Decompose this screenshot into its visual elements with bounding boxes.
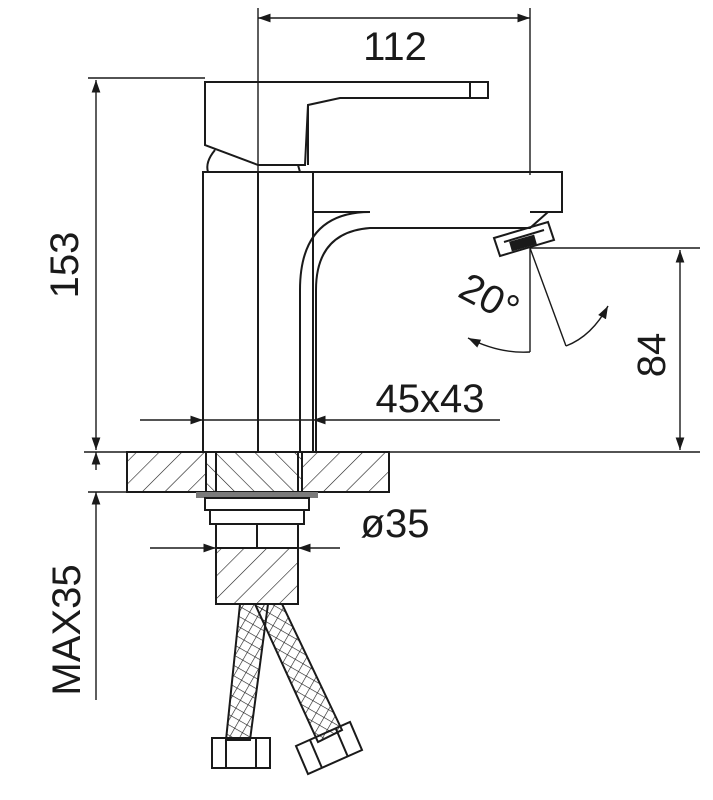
threaded-stem: [215, 547, 299, 605]
dimension-hole-diameter-label: ø35: [361, 502, 430, 546]
dimension-spout-height: 84: [630, 250, 685, 450]
dimension-height-label: 153: [43, 232, 87, 299]
dimension-width: 112: [258, 13, 530, 69]
dimension-max-thickness-label: MAX35: [45, 564, 89, 695]
spray-angle-label: 20°: [452, 265, 526, 332]
flexible-hose-right: [253, 603, 364, 776]
dimension-body-section-label: 45x43: [376, 377, 485, 421]
dimension-width-label: 112: [363, 25, 427, 69]
faucet-aerator: [492, 220, 556, 258]
flexible-hose-left: [211, 603, 271, 769]
dimension-spout-height-label: 84: [630, 333, 674, 378]
faucet-spout: [299, 171, 563, 453]
faucet-lever-handle: [204, 81, 489, 173]
dimension-max-thickness: MAX35: [45, 452, 101, 700]
dimension-body-section: 45x43: [140, 377, 500, 425]
countertop-section: [126, 451, 390, 493]
mounting-nut: [196, 492, 318, 549]
spray-angle: 20°: [452, 247, 609, 353]
faucet-body: [202, 171, 314, 453]
dimension-height: 153: [43, 80, 101, 450]
